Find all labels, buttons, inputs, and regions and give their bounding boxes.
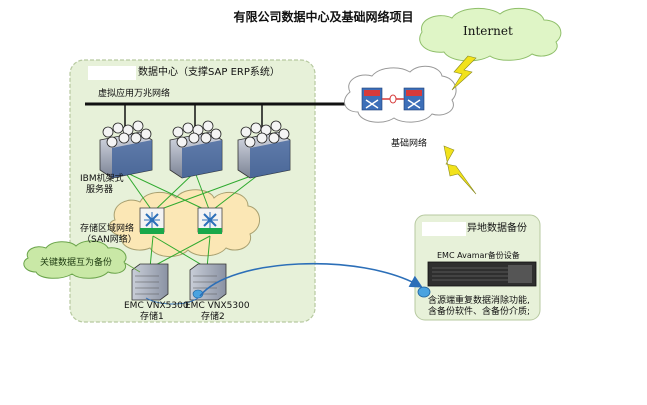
redaction-block-dc (88, 66, 136, 80)
redaction-block-remote (422, 222, 466, 236)
fc-switch-1 (139, 207, 165, 234)
storage-mirror-arrow (145, 297, 199, 305)
server-rack-3 (237, 120, 291, 179)
diagram-title: 有限公司数据中心及基础网络项目 (233, 10, 414, 24)
san-cloud (109, 189, 260, 257)
storage1-label-2: 存储1 (140, 312, 164, 322)
mirror-label: 关键数据互为备份 (40, 258, 113, 268)
router-link-node (389, 94, 397, 104)
lightning-bolt-backup-icon (443, 145, 477, 195)
server-rack-1 (99, 120, 153, 179)
core-network-label: 基础网络 (391, 139, 428, 149)
router-1 (361, 87, 383, 111)
mirror-cloud (23, 240, 127, 279)
storage2-label-1: EMC VNX5300 (185, 301, 250, 311)
core-network-cloud (343, 65, 457, 123)
storage1-label-1: EMC VNX5300 (124, 301, 189, 311)
server-label-2: 服务器 (86, 185, 114, 195)
avamar-device-label: EMC Avamar备份设备 (437, 251, 520, 260)
storage2-label-2: 存储2 (201, 312, 225, 322)
internet-label: Internet (463, 24, 513, 38)
router-2 (403, 87, 425, 111)
server-rack-2 (169, 120, 223, 179)
lightning-bolt-internet-icon (451, 55, 477, 91)
server-label-1: IBM机架式 (80, 174, 124, 184)
fc-switch-2 (197, 207, 223, 234)
san-label-2: （SAN网络） (82, 235, 137, 245)
storage-array-1 (131, 263, 169, 301)
remote-backup-label: 异地数据备份 (467, 223, 527, 234)
storage-array-2 (189, 263, 227, 301)
san-label-1: 存储区域网络 (80, 224, 135, 234)
mirror-pointer (124, 262, 141, 273)
remote-description-1: 含源端重复数据消除功能, (428, 296, 530, 306)
replication-arrow-icon (199, 262, 423, 297)
remote-description-2: 含备份软件、含备份介质; (428, 307, 531, 317)
internet-cloud (419, 7, 562, 62)
lan-label: 虚拟应用万兆网络 (98, 89, 171, 99)
avamar-appliance-icon (427, 261, 537, 287)
datacenter-label: 数据中心（支撑SAP ERP系统） (138, 67, 280, 78)
san-links (124, 171, 263, 269)
backup-target-disk-icon (417, 286, 431, 298)
